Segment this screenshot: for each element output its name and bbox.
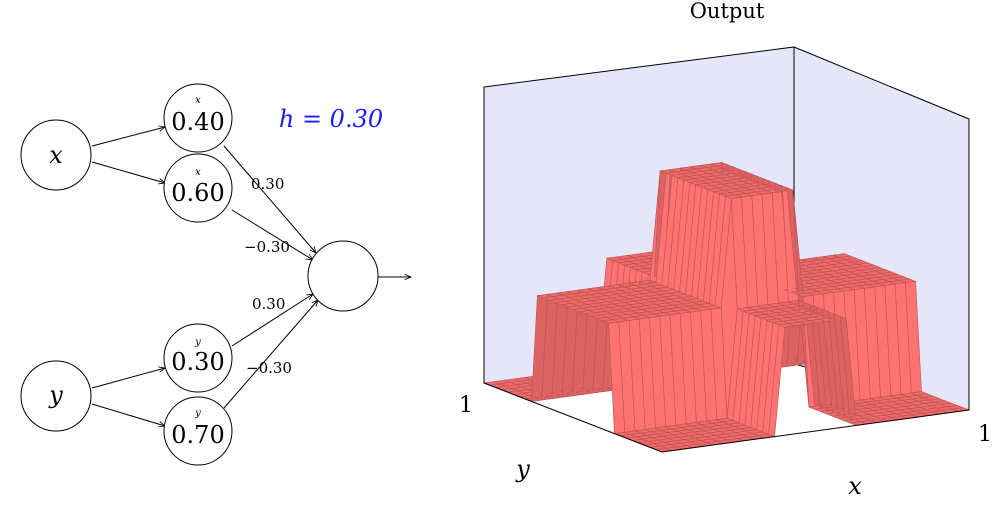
input-node-y: y	[20, 360, 92, 432]
hidden-node-var: x	[195, 95, 201, 106]
input-label-x: x	[49, 141, 63, 169]
x-axis-label: x	[848, 472, 862, 500]
edge-y-h4	[91, 403, 165, 426]
hidden-node-4: y 0.70	[163, 396, 233, 466]
plot-title: Output	[690, 0, 765, 23]
edge-x-h1	[91, 127, 165, 147]
edge-h4-out	[223, 300, 318, 409]
hidden-node-bias: 0.60	[171, 179, 224, 207]
hidden-node-3: y 0.30	[163, 323, 233, 393]
y-axis-label: y	[515, 455, 530, 483]
edge-x-h2	[91, 161, 165, 183]
weight-label: 0.30	[252, 295, 285, 313]
hidden-node-bias: 0.40	[171, 108, 224, 136]
surface-plot: Output 1 1 y x	[459, 0, 992, 500]
hidden-node-var: x	[195, 167, 201, 178]
y-tick-label: 1	[459, 393, 473, 418]
surface	[482, 162, 971, 453]
output-node	[307, 240, 379, 312]
hidden-node-var: y	[194, 337, 201, 348]
hidden-node-bias: 0.70	[171, 421, 224, 449]
h-value-label: h = 0.30	[279, 105, 383, 133]
weight-label: 0.30	[251, 175, 284, 193]
box-edge	[483, 382, 663, 453]
weight-label: −0.30	[244, 238, 290, 256]
weight-label: −0.30	[246, 359, 292, 377]
hidden-node-var: y	[194, 408, 201, 419]
box-edge	[661, 409, 970, 453]
input-node-x: x	[20, 119, 92, 191]
network-diagram: x y x 0.40 x 0.60 y 0.30 y 0.70	[20, 83, 411, 466]
hidden-node-1: x 0.40	[163, 83, 233, 153]
hidden-node-2: x 0.60	[163, 153, 233, 223]
hidden-node-bias: 0.30	[171, 348, 224, 376]
x-tick-label: 1	[978, 422, 992, 447]
edge-h1-out	[223, 145, 316, 253]
edge-y-h3	[91, 368, 165, 389]
input-label-y: y	[48, 381, 63, 409]
edge-h2-out	[231, 209, 313, 260]
edge-h3-out	[231, 294, 313, 347]
